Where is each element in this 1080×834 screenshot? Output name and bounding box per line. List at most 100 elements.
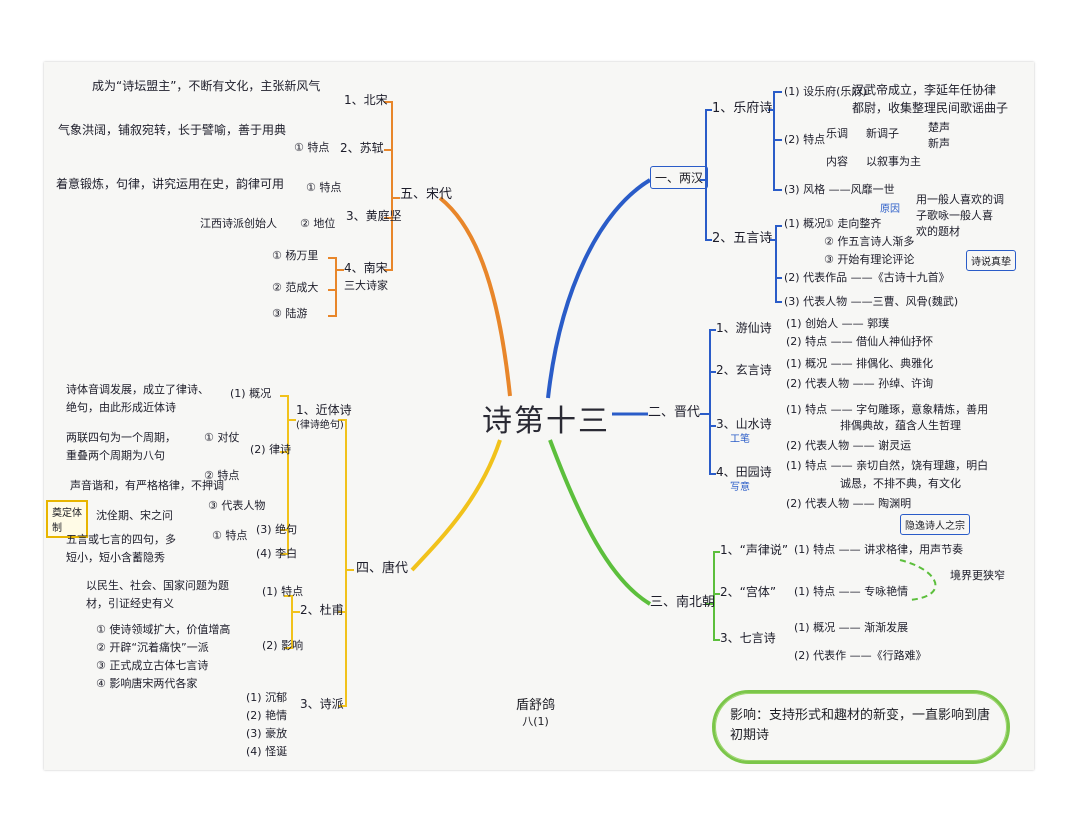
jinti-renwu-note: 沈佺期、宋之问 [96, 509, 173, 522]
huangtingjian-note2: 江西诗派创始人 [200, 217, 277, 230]
dufu-tedian-note2: 材，引证经史有义 [86, 597, 174, 610]
yuefu-item1-note2: 都尉，收集整理民间歌谣曲子 [852, 101, 1009, 115]
shipai-s3: (3) 豪放 [246, 727, 288, 740]
jinti-duizhang: ① 对仗 [204, 431, 240, 444]
shanshui-item1: (1) 特点 —— 字句雕琢，意象精炼，善用 [786, 403, 989, 416]
yuefu-item2-a-sub1: 楚声 [928, 121, 950, 134]
yuefu-item1-note1: 汉武帝成立，李延年任协律 [852, 83, 997, 97]
jinti-renwu: ③ 代表人物 [208, 499, 266, 512]
jinti-jueju: (3) 绝句 [256, 523, 298, 536]
wuyan-item1-c: ③ 开始有理论评论 [824, 253, 915, 266]
dufu-y2: ② 开辟“沉着痛快”一派 [96, 641, 209, 654]
jinti-tedian-note: 声音谐和，有严格格律，不押调 [70, 479, 224, 492]
nansong-label2: 三大诗家 [344, 279, 388, 292]
shipai-s4: (4) 怪诞 [246, 745, 288, 758]
shipai-s1: (1) 沉郁 [246, 691, 288, 704]
node-qiyan: 3、七言诗 [720, 631, 776, 645]
wuyan-item1-a: ① 走向整齐 [824, 217, 882, 230]
yuefu-item2-a: 乐调 [826, 127, 848, 140]
yuefu-item2-b: 内容 [826, 155, 848, 168]
yuefu-item3-note3: 欢的题材 [916, 225, 960, 238]
shenglv-item1: (1) 特点 —— 讲求格律，用声节奏 [794, 543, 964, 556]
node-youxian: 1、游仙诗 [716, 321, 772, 335]
jinti-jueju-a: ① 特点 [212, 529, 248, 542]
node-nanbei: 三、南北朝 [650, 595, 716, 610]
dufu-tedian: (1) 特点 [262, 585, 304, 598]
center-topic: 诗第十三 [482, 404, 610, 439]
yuefu-item2-b-val: 以叙事为主 [866, 155, 921, 168]
yuefu-item3-note1: 用一般人喜欢的调 [916, 193, 1004, 206]
nanbei-influence: 影响：支持形式和趣材的新变，一直影响到唐初期诗 [730, 708, 991, 743]
sushi-item: ① 特点 [294, 141, 330, 154]
signature-name: 盾舒鸽 [516, 698, 556, 713]
yuefu-item2-a-sub2: 新声 [928, 137, 950, 150]
jinti-libai: (4) 李白 [256, 547, 298, 560]
node-han: 一、两汉 [650, 166, 709, 189]
wuyan-item2: (2) 代表作品 ——《古诗十九首》 [784, 271, 950, 284]
dufu-y4: ④ 影响唐宋两代各家 [96, 677, 198, 690]
nansong-p3: ③ 陆游 [272, 307, 308, 320]
shanshui-tag: 工笔 [730, 434, 750, 445]
yuefu-item2-a-val: 新调子 [866, 127, 899, 140]
dufu-tedian-note1: 以民生、社会、国家问题为题 [86, 579, 229, 592]
node-beisong: 1、北宋 [344, 93, 388, 107]
jinti-lvshi: (2) 律诗 [250, 443, 292, 456]
jinti-tedian: ② 特点 [204, 469, 240, 482]
shanshui-item2: (2) 代表人物 —— 谢灵运 [786, 439, 912, 452]
yuefu-item3: (3) 风格 ——风靡一世 [784, 183, 895, 196]
huangtingjian-item2: ② 地位 [300, 217, 336, 230]
dufu-yingxiang: (2) 影响 [262, 639, 304, 652]
tianyuan-tag2: 隐逸诗人之宗 [900, 514, 970, 535]
node-huangtingjian: 3、黄庭坚 [346, 209, 402, 223]
jinti-gaikuang-note2: 绝句，由此形成近体诗 [66, 401, 176, 414]
xuanyan-item2: (2) 代表人物 —— 孙绰、许询 [786, 377, 934, 390]
node-tang: 四、唐代 [356, 561, 409, 576]
node-tianyuan: 4、田园诗 [716, 465, 772, 479]
node-sushi: 2、苏轼 [340, 141, 384, 155]
wuyan-item1: (1) 概况 [784, 217, 826, 230]
jinti-jueju-note2: 短小，短小含蓄隐秀 [66, 551, 165, 564]
dufu-y1: ① 使诗领域扩大，价值增高 [96, 623, 231, 636]
gongti-item1: (1) 特点 —— 专咏艳情 [794, 585, 909, 598]
wuyan-tag: 诗说真挚 [966, 250, 1016, 271]
shipai-s2: (2) 艳情 [246, 709, 288, 722]
youxian-item1: (1) 创始人 —— 郭璞 [786, 317, 890, 330]
node-wuyan: 2、五言诗 [712, 231, 773, 246]
node-song: 五、宋代 [400, 187, 453, 202]
influence-cloud [712, 690, 1010, 764]
huangtingjian-item1: ① 特点 [306, 181, 342, 194]
node-shipai: 3、诗派 [300, 697, 344, 711]
qiyan-item2: (2) 代表作 ——《行路难》 [794, 649, 927, 662]
dufu-y3: ③ 正式成立古体七言诗 [96, 659, 209, 672]
jinti-duizhang-note1: 两联四句为一个周期， [66, 431, 176, 444]
sushi-note: 气象洪阔，铺叙宛转，长于譬喻，善于用典 [58, 123, 287, 137]
tianyuan-item1b: 诚恳，不排不典，有文化 [840, 477, 961, 490]
node-shenglv: 1、“声律说” [720, 543, 789, 557]
signature: 盾舒鸽 八(1) [516, 694, 555, 729]
yuefu-item2: (2) 特点 [784, 133, 826, 146]
jinti-duizhang-note2: 重叠两个周期为八句 [66, 449, 165, 462]
jinti-tag: 奠定体制 [46, 500, 88, 538]
node-xuanyan: 2、玄言诗 [716, 363, 772, 377]
xuanyan-item1: (1) 概况 —— 排偶化、典雅化 [786, 357, 934, 370]
wuyan-item3: (3) 代表人物 ——三曹、风骨(魏武) [784, 295, 959, 308]
nansong-p1: ① 杨万里 [272, 249, 319, 262]
yuefu-item1: (1) 设乐府(乐府) [784, 85, 867, 98]
node-nansong: 4、南宋 [344, 261, 388, 275]
wuyan-item1-b: ② 作五言诗人渐多 [824, 235, 915, 248]
yuefu-item3-note2: 子歌咏一般人喜 [916, 209, 993, 222]
yuefu-item3-tag: 原因 [880, 204, 900, 215]
jinti-jueju-note1: 五言或七言的四句，多 [66, 533, 176, 546]
jinti-gaikuang-note1: 诗体音调发展，成立了律诗、 [66, 383, 209, 396]
jinti-gaikuang: (1) 概况 [230, 387, 272, 400]
beisong-note: 成为“诗坛盟主”，不断有文化，主张新风气 [92, 79, 321, 93]
node-jinti: 1、近体诗 [296, 403, 352, 417]
jinti-label2: (律诗绝句) [296, 420, 344, 431]
signature-class: 八(1) [522, 715, 549, 728]
tianyuan-item1: (1) 特点 —— 亲切自然，饶有理趣，明白 [786, 459, 989, 472]
node-shanshui: 3、山水诗 [716, 417, 772, 431]
tianyuan-item2: (2) 代表人物 —— 陶渊明 [786, 497, 912, 510]
huangtingjian-note1: 着意锻炼，句律，讲究运用在史，韵律可用 [56, 177, 285, 191]
paper-sheet [44, 62, 1034, 770]
node-gongti: 2、“宫体” [720, 585, 777, 599]
